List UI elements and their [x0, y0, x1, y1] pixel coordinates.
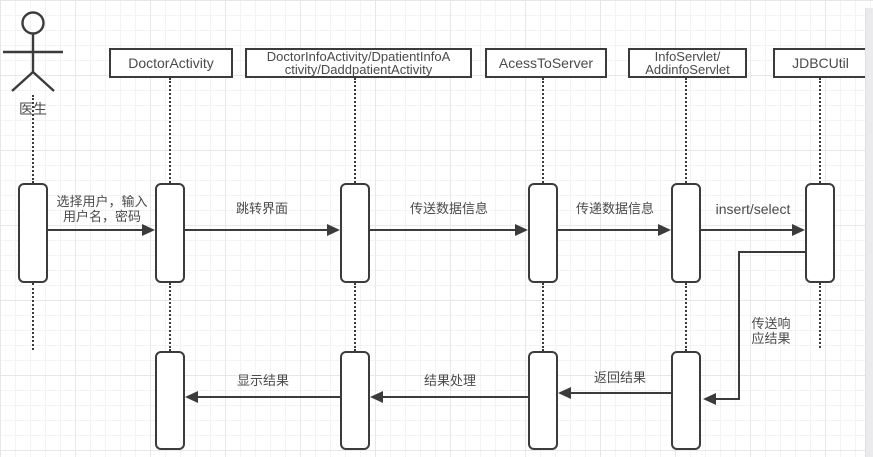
activation-bar-info-servlet[interactable] [671, 183, 701, 283]
arrowhead-left [370, 391, 383, 403]
message-label: 传送数据信息 [409, 201, 488, 216]
lifeline-box-label: DoctorActivity [128, 55, 214, 71]
activation-bar-doctor-activity-2[interactable] [155, 351, 185, 450]
message-line [558, 229, 658, 231]
lifeline-doctor-activity [169, 78, 171, 183]
actor-label: 医生 [19, 101, 47, 117]
arrowhead-right [658, 224, 671, 236]
arrowhead-right [515, 224, 528, 236]
message-line [198, 396, 340, 398]
message-line [383, 396, 528, 398]
actor-figure[interactable] [0, 8, 66, 94]
message-line [716, 398, 740, 400]
arrowhead-right [792, 224, 805, 236]
lifeline-actor [32, 283, 34, 350]
message-line [370, 229, 515, 231]
arrowhead-left [185, 391, 198, 403]
lifeline-box-label: JDBCUtil [792, 55, 849, 71]
message-label: 传递数据信息 [575, 201, 654, 216]
message-line [571, 392, 671, 394]
message-label: 返回结果 [593, 370, 646, 385]
lifeline-doctor-activity [169, 283, 171, 351]
activation-bar-doctor-activity[interactable] [155, 183, 185, 283]
lifeline-jdbc-util [819, 283, 821, 348]
lifeline-box-label: ctivity/DaddpatientActivity [284, 62, 433, 77]
activation-bar-jdbc-util[interactable] [805, 183, 835, 283]
lifeline-box-acess-to-server[interactable]: AcessToServer [485, 48, 607, 78]
lifeline-doctor-info-activity [354, 78, 356, 183]
activation-bar-doctor-info-activity[interactable] [340, 183, 370, 283]
message-line [701, 229, 792, 231]
message-label: 显示结果 [236, 373, 289, 388]
actor-head [21, 11, 45, 35]
message-line [185, 229, 327, 231]
activation-bar-doctor-info-activity-2[interactable] [340, 351, 370, 450]
lifeline-box-doctor-activity[interactable]: DoctorActivity [109, 48, 233, 78]
lifeline-jdbc-util [819, 78, 821, 183]
activation-bar-info-servlet-2[interactable] [671, 351, 701, 450]
activation-bar-acess-to-server[interactable] [528, 183, 558, 283]
message-label: insert/select [715, 201, 791, 217]
message-line [48, 229, 143, 231]
activation-bar-acess-to-server-2[interactable] [528, 351, 558, 450]
lifeline-box-info-servlet[interactable]: InfoServlet/ AddinfoServlet [628, 48, 747, 78]
lifeline-box-label: AcessToServer [498, 55, 594, 71]
arrowhead-right [327, 224, 340, 236]
message-label: 传送响 应结果 [751, 316, 791, 346]
activation-bar-actor[interactable] [18, 183, 48, 283]
lifeline-actor [32, 95, 34, 183]
lifeline-info-servlet [685, 283, 687, 351]
lifeline-info-servlet [685, 78, 687, 183]
message-label: 跳转界面 [235, 201, 288, 216]
arrowhead-left [558, 387, 571, 399]
lifeline-box-label: InfoServlet/ [654, 49, 721, 64]
lifeline-acess-to-server [542, 78, 544, 183]
arrowhead-left [703, 393, 716, 405]
message-line [738, 251, 805, 253]
lifeline-box-doctor-info-activity[interactable]: DoctorInfoActivity/DpatientInfoA ctivity… [245, 48, 472, 78]
lifeline-box-jdbc-util[interactable]: JDBCUtil [773, 48, 868, 78]
arrowhead-right [142, 224, 155, 236]
message-line [738, 251, 740, 398]
lifeline-box-label: DoctorInfoActivity/DpatientInfoA [266, 49, 451, 64]
lifeline-box-label: AddinfoServlet [645, 62, 730, 77]
message-label: 结果处理 [423, 373, 476, 388]
lifeline-doctor-info-activity [354, 283, 356, 351]
lifeline-acess-to-server [542, 283, 544, 351]
message-label: 选择用户，输入 用户名，密码 [56, 194, 148, 224]
vertical-scrollbar[interactable] [865, 8, 873, 457]
